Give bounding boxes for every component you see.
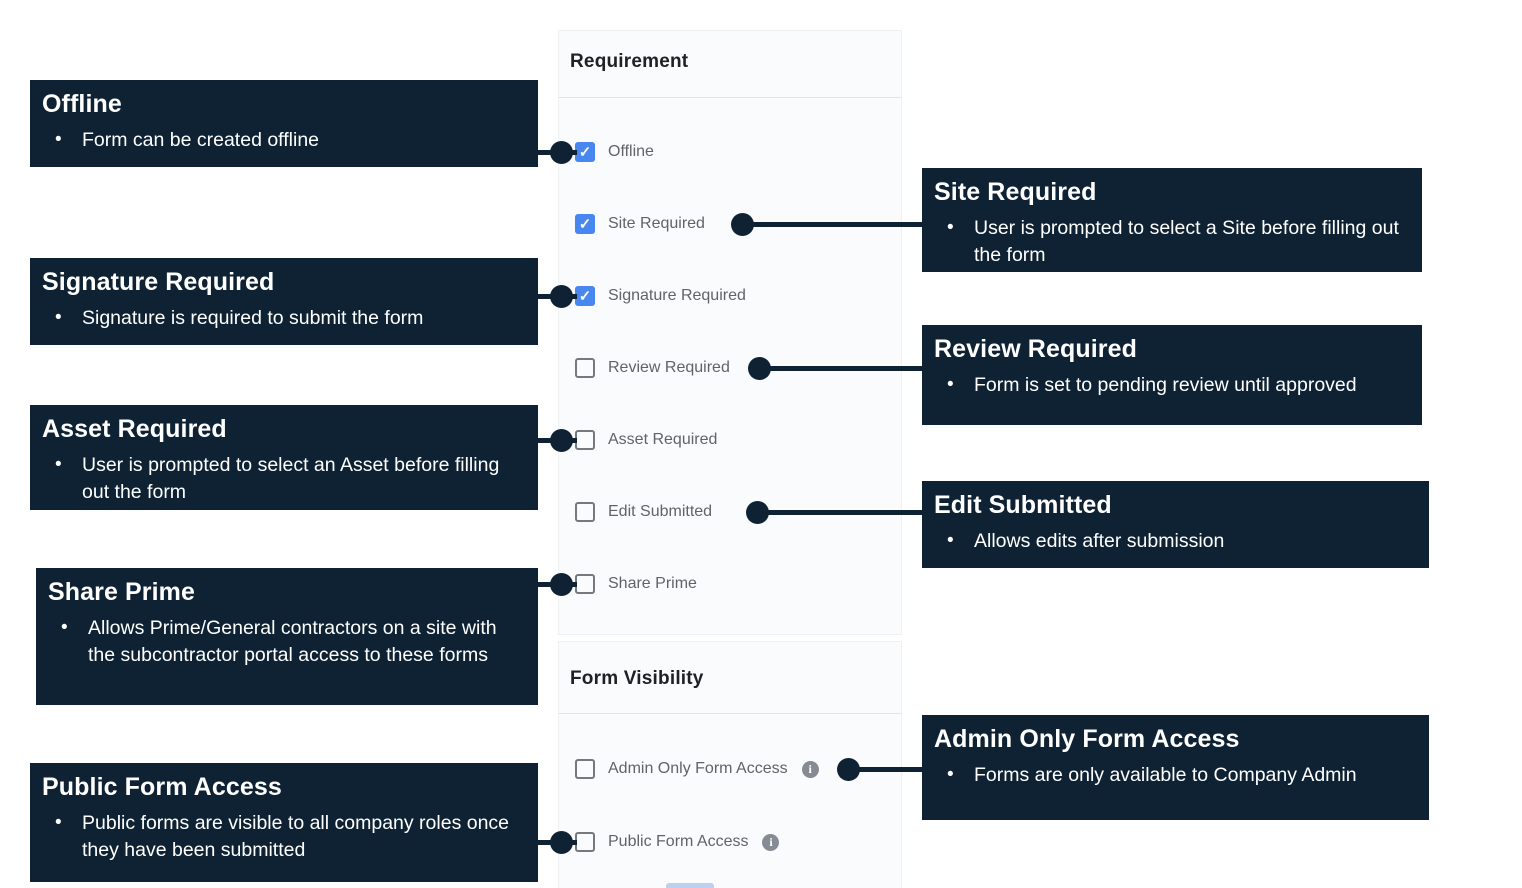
callout-title: Review Required xyxy=(934,335,1137,363)
info-icon[interactable] xyxy=(801,760,819,778)
row-review-required: Review Required xyxy=(575,356,730,380)
callout-bullet: Allows Prime/General contractors on a si… xyxy=(48,615,524,670)
row-public-form-access: Public Form Access xyxy=(575,830,780,854)
callout-offline: Offline Form can be created offline xyxy=(30,80,538,167)
row-signature-required: Signature Required xyxy=(575,284,746,308)
signature-required-checkbox[interactable] xyxy=(575,286,595,306)
connector-dot xyxy=(550,141,573,164)
callout-title: Edit Submitted xyxy=(934,491,1112,519)
row-asset-required: Asset Required xyxy=(575,428,717,452)
callout-bullet: Forms are only available to Company Admi… xyxy=(934,762,1415,790)
callout-share-prime: Share Prime Allows Prime/General contrac… xyxy=(36,568,538,705)
share-prime-label: Share Prime xyxy=(608,575,697,592)
form-visibility-section-title: Form Visibility xyxy=(570,668,704,689)
connector-line xyxy=(743,222,923,227)
callout-title: Public Form Access xyxy=(42,773,282,801)
callout-site-required: Site Required User is prompted to select… xyxy=(922,168,1422,272)
asset-required-checkbox[interactable] xyxy=(575,430,595,450)
site-required-label: Site Required xyxy=(608,215,705,232)
callout-bullet: Signature is required to submit the form xyxy=(42,305,524,333)
row-offline: Offline xyxy=(575,140,654,164)
connector-dot xyxy=(837,758,860,781)
offline-checkbox[interactable] xyxy=(575,142,595,162)
callout-admin-only-form-access: Admin Only Form Access Forms are only av… xyxy=(922,715,1429,820)
callout-bullet: User is prompted to select an Asset befo… xyxy=(42,452,524,507)
connector-line xyxy=(758,510,923,515)
callout-title: Admin Only Form Access xyxy=(934,725,1240,753)
public-form-access-label: Public Form Access xyxy=(608,833,749,850)
connector-dot xyxy=(748,357,771,380)
divider xyxy=(558,713,902,714)
review-required-checkbox[interactable] xyxy=(575,358,595,378)
signature-required-label: Signature Required xyxy=(608,287,746,304)
info-icon[interactable] xyxy=(762,833,780,851)
callout-title: Offline xyxy=(42,90,122,118)
callout-asset-required: Asset Required User is prompted to selec… xyxy=(30,405,538,510)
callout-title: Share Prime xyxy=(48,578,196,606)
row-share-prime: Share Prime xyxy=(575,572,697,596)
callout-bullet: Allows edits after submission xyxy=(934,528,1415,556)
connector-dot xyxy=(731,213,754,236)
connector-line xyxy=(760,366,923,371)
divider xyxy=(558,97,902,98)
admin-only-form-access-label: Admin Only Form Access xyxy=(608,760,788,777)
row-admin-only-form-access: Admin Only Form Access xyxy=(575,757,819,781)
callout-title: Site Required xyxy=(934,178,1097,206)
connector-dot xyxy=(746,501,769,524)
callout-bullet: Form is set to pending review until appr… xyxy=(934,372,1408,400)
connector-line xyxy=(849,767,923,772)
callout-review-required: Review Required Form is set to pending r… xyxy=(922,325,1422,425)
public-form-access-checkbox[interactable] xyxy=(575,832,595,852)
callout-title: Asset Required xyxy=(42,415,227,443)
offline-label: Offline xyxy=(608,143,654,160)
edit-submitted-label: Edit Submitted xyxy=(608,503,713,520)
admin-only-form-access-checkbox[interactable] xyxy=(575,759,595,779)
callout-title: Signature Required xyxy=(42,268,275,296)
callout-bullet: Public forms are visible to all company … xyxy=(42,810,524,865)
partial-button-edge xyxy=(666,883,714,888)
requirement-section-card xyxy=(558,30,902,635)
callout-signature-required: Signature Required Signature is required… xyxy=(30,258,538,345)
row-edit-submitted: Edit Submitted xyxy=(575,500,712,524)
edit-submitted-checkbox[interactable] xyxy=(575,502,595,522)
callout-public-form-access: Public Form Access Public forms are visi… xyxy=(30,763,538,882)
callout-edit-submitted: Edit Submitted Allows edits after submis… xyxy=(922,481,1429,568)
review-required-label: Review Required xyxy=(608,359,730,376)
connector-dot xyxy=(550,831,573,854)
callout-bullet: Form can be created offline xyxy=(42,127,524,155)
share-prime-checkbox[interactable] xyxy=(575,574,595,594)
site-required-checkbox[interactable] xyxy=(575,214,595,234)
connector-dot xyxy=(550,429,573,452)
connector-dot xyxy=(550,573,573,596)
callout-bullet: User is prompted to select a Site before… xyxy=(934,215,1408,270)
requirement-section-title: Requirement xyxy=(570,51,689,72)
row-site-required: Site Required xyxy=(575,212,705,236)
asset-required-label: Asset Required xyxy=(608,431,718,448)
connector-dot xyxy=(550,285,573,308)
